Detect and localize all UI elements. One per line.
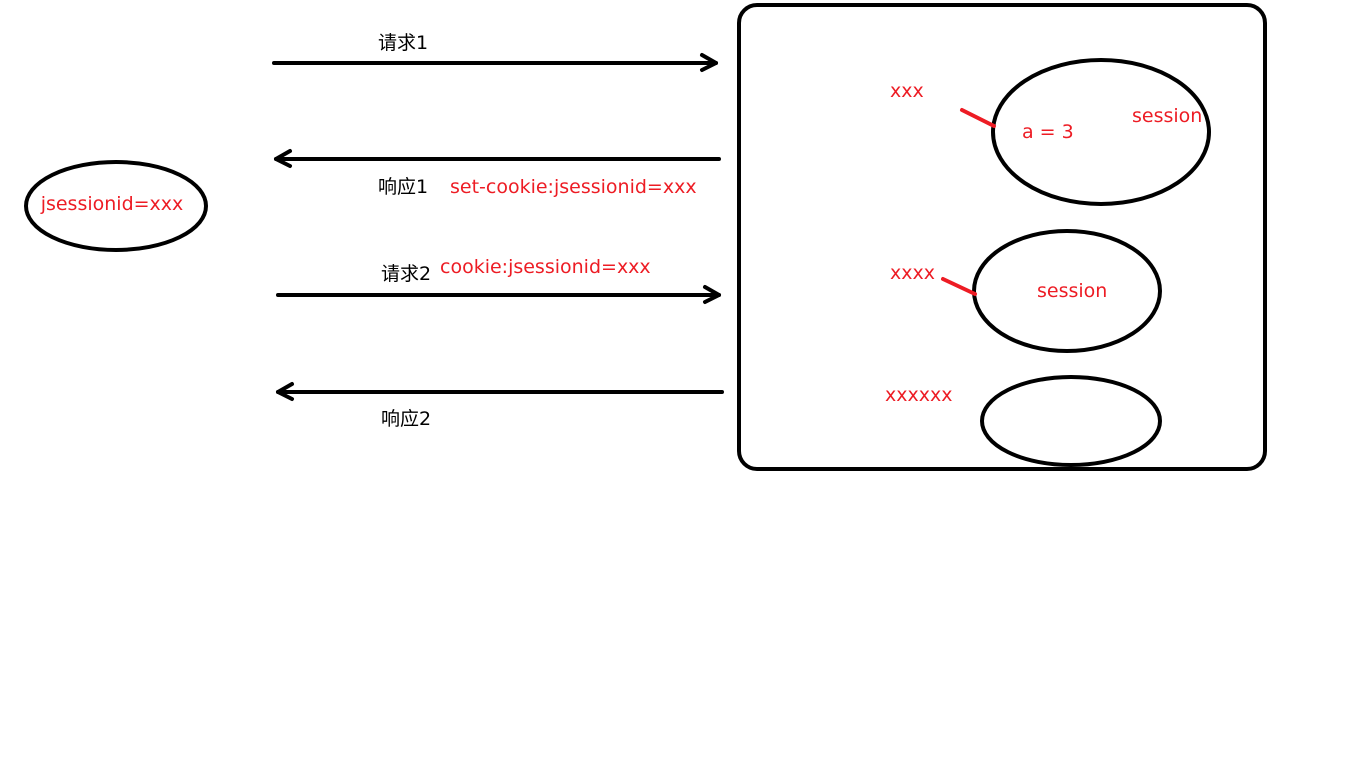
request1-arrow: 请求1	[272, 32, 718, 72]
request2-arrow: 请求2 cookie:jsessionid=xxx	[276, 256, 721, 304]
session-1-label: session	[1132, 105, 1202, 127]
server-box: xxx a = 3 session xxxx session xxxxxx	[737, 3, 1267, 471]
response1-arrow: 响应1 set-cookie:jsessionid=xxx	[274, 149, 721, 198]
session-2-id: xxxx	[890, 262, 935, 284]
session-3-ellipse	[980, 375, 1162, 467]
response2-label: 响应2	[381, 408, 431, 430]
server-rect	[737, 3, 1267, 471]
session-2-pointer	[941, 277, 977, 296]
client-cookie-node: jsessionid=xxx	[24, 160, 208, 252]
client-cookie-label: jsessionid=xxx	[40, 193, 184, 215]
request1-label: 请求1	[378, 32, 428, 54]
session-1: xxx a = 3 session	[890, 58, 1211, 206]
response1-set-cookie: set-cookie:jsessionid=xxx	[450, 176, 697, 198]
session-1-pointer	[960, 108, 996, 128]
request2-label: 请求2	[381, 263, 431, 285]
response2-arrow: 响应2	[276, 382, 724, 430]
client-ellipse	[24, 160, 208, 252]
response1-label: 响应1	[378, 176, 428, 198]
response2-arrowhead	[276, 382, 294, 401]
request2-arrowhead	[703, 285, 721, 304]
session-3: xxxxxx	[885, 375, 1162, 467]
response1-arrowhead	[274, 149, 292, 168]
request1-arrowhead	[700, 53, 718, 72]
session-3-id: xxxxxx	[885, 384, 952, 406]
session-1-ellipse	[991, 58, 1211, 206]
session-2: xxxx session	[890, 229, 1162, 353]
session-1-id: xxx	[890, 80, 924, 102]
session-2-label: session	[1037, 280, 1107, 302]
session-1-content: a = 3	[1022, 121, 1074, 143]
request2-cookie: cookie:jsessionid=xxx	[440, 256, 651, 278]
session-2-ellipse	[972, 229, 1162, 353]
